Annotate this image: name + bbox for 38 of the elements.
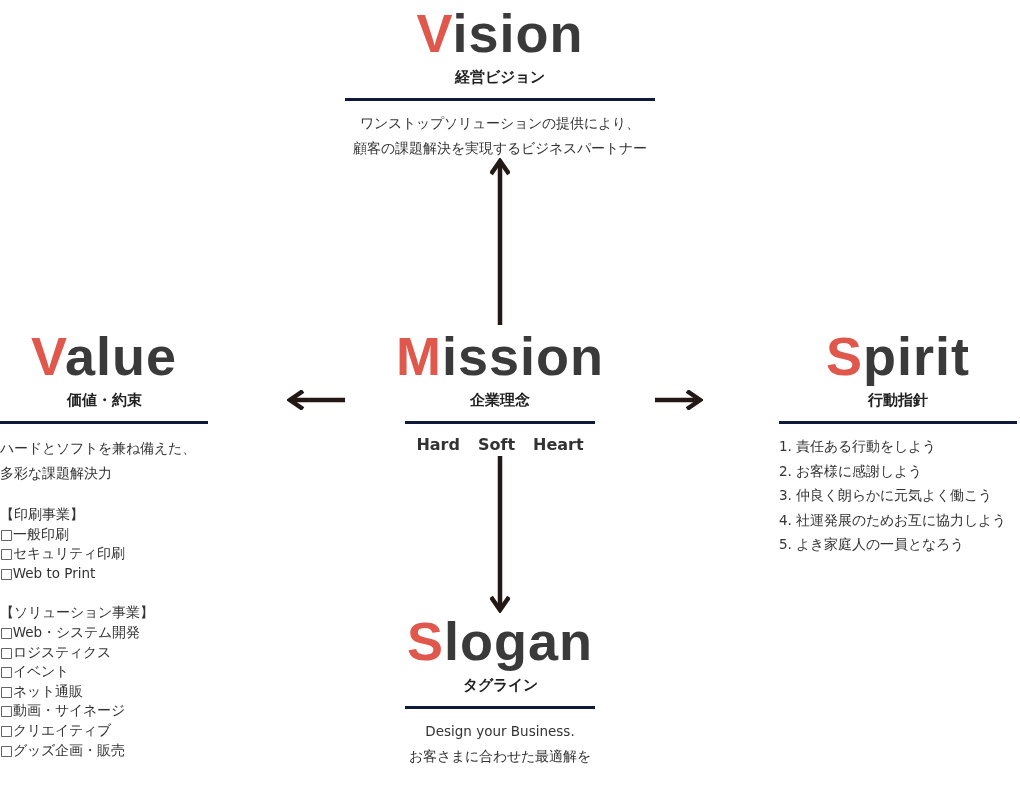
category-heading: 【ソリューション事業】	[0, 603, 154, 623]
list-item: □セキュリティ印刷	[0, 544, 125, 564]
arrow	[488, 158, 512, 325]
section-subtitle: 価値・約束	[66, 390, 142, 411]
arrow	[488, 456, 512, 613]
list-item: 3. 仲良く朗らかに元気よく働こう	[779, 486, 993, 505]
section-heading: Slogan	[407, 610, 593, 672]
description-text: Design your Business.	[424, 722, 576, 741]
list-item: □動画・サイネージ	[0, 701, 125, 721]
section-subtitle: 経営ビジョン	[455, 67, 545, 88]
list-item: 5. よき家庭人の一員となろう	[779, 535, 965, 554]
list-item: □Web・システム開発	[0, 622, 141, 642]
list-item: □一般印刷	[0, 524, 69, 544]
list-item: 1. 責任ある行動をしよう	[779, 437, 937, 456]
section-heading: Value	[30, 325, 178, 387]
keyword: Hard	[416, 434, 460, 456]
keyword: Soft	[477, 434, 516, 456]
list-item: 2. お客様に感謝しよう	[779, 461, 923, 481]
list-item: □グッズ企画・販売	[0, 740, 125, 760]
section-subtitle: 行動指針	[868, 390, 928, 411]
section-heading: Vision	[416, 2, 584, 64]
list-item: □クリエイティブ	[0, 720, 111, 740]
section-heading: Spirit	[826, 325, 970, 387]
arrow	[655, 388, 703, 412]
section-subtitle: 企業理念	[470, 390, 530, 411]
list-item: □イベント	[0, 662, 69, 682]
description-text: お客さまに合わせた最適解を	[408, 747, 592, 766]
section-subtitle: タグライン	[462, 675, 538, 696]
description-text: ワンストップソリューションの提供により、顧客の課題解決を実現するビジネスパートナー	[352, 114, 648, 158]
list-item: □ネット通販	[0, 681, 83, 701]
list-item: □Web to Print	[0, 563, 96, 583]
description-text: ハードとソフトを兼ね備えた、多彩な課題解決力	[0, 439, 197, 483]
keyword: Heart	[533, 434, 584, 456]
section-heading: Mission	[396, 325, 604, 387]
arrow	[287, 388, 345, 412]
list-item: 4. 社運発展のためお互に協力しよう	[779, 510, 1007, 530]
category-heading: 【印刷事業】	[0, 505, 84, 524]
list-item: □ロジスティクス	[0, 642, 111, 662]
